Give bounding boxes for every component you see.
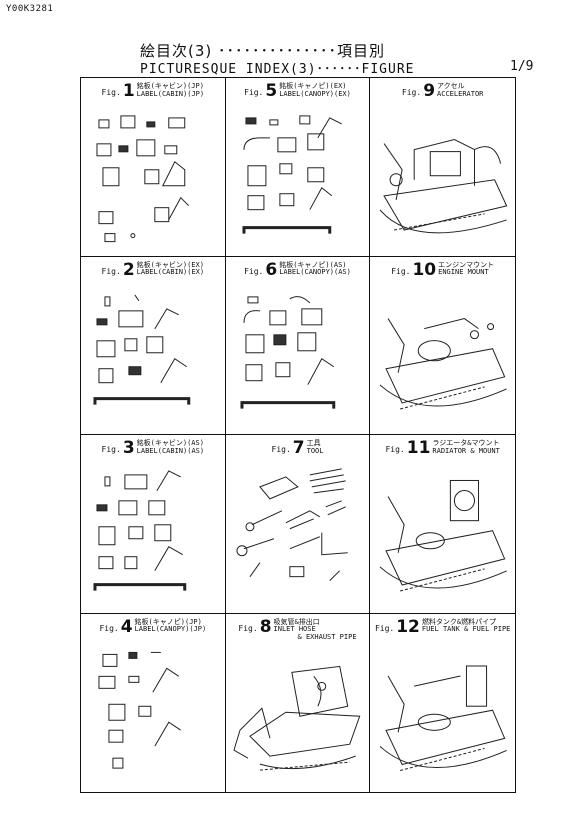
figure-cell-5[interactable]: Fig. 5 銘板(キャノピ)(EX)LABEL(CANOPY)(EX) xyxy=(225,78,371,257)
figure-title-jp: 銘板(キャビン)(JP) xyxy=(136,82,204,90)
figure-title-jp: 銘板(キャノピ)(JP) xyxy=(134,617,202,626)
figure-number: 12 xyxy=(396,616,420,637)
figure-number: 3 xyxy=(122,438,135,458)
fuel-tank-illustration xyxy=(374,644,511,789)
radiator-mount-illustration xyxy=(374,465,511,609)
figure-title-jp: 工具 xyxy=(306,439,321,447)
figure-title-en: ACCELERATOR xyxy=(437,89,484,98)
figure-number: 11 xyxy=(406,438,431,458)
figure-title-en: LABEL(CANOPY)(AS) xyxy=(279,268,351,276)
figure-caption: Fig. 4 銘板(キャノピ)(JP)LABEL(CANOPY)(JP) xyxy=(81,616,225,637)
label-parts-illustration xyxy=(85,108,221,252)
figure-number: 7 xyxy=(292,438,305,458)
figure-title-jp: 銘板(キャノピ)(EX) xyxy=(279,82,347,90)
figure-number: 5 xyxy=(265,81,278,101)
figure-cell-2[interactable]: Fig. 2 銘板(キャビン)(EX)LABEL(CABIN)(EX) xyxy=(81,256,226,435)
figure-prefix: Fig. xyxy=(238,623,258,633)
figure-caption: Fig. 1 銘板(キャビン)(JP)LABEL(CABIN)(JP) xyxy=(81,81,225,101)
figure-number: 2 xyxy=(122,259,135,280)
figure-number: 6 xyxy=(265,259,278,280)
figure-title-jp: 銘板(キャノピ)(AS) xyxy=(279,260,347,269)
figure-title-en: LABEL(CANOPY)(JP) xyxy=(134,625,207,633)
figure-prefix: Fig. xyxy=(101,445,121,454)
figure-cell-1[interactable]: Fig. 1 銘板(キャビン)(JP)LABEL(CABIN)(JP) xyxy=(81,78,226,257)
figure-caption: Fig. 5 銘板(キャノピ)(EX)LABEL(CANOPY)(EX) xyxy=(226,81,370,101)
accelerator-illustration xyxy=(374,108,511,252)
figure-title-en: INLET HOSE xyxy=(273,625,316,633)
tool-set-illustration xyxy=(230,465,366,609)
figure-title-jp: 銘板(キャビン)(AS) xyxy=(136,439,204,447)
figure-prefix: Fig. xyxy=(101,88,121,97)
figure-title-en: TOOL xyxy=(306,446,324,455)
figure-prefix: Fig. xyxy=(401,88,422,97)
figure-cell-6[interactable]: Fig. 6 銘板(キャノピ)(AS)LABEL(CANOPY)(AS) xyxy=(225,256,371,435)
figure-title-jp: エンジンマウント xyxy=(438,260,495,269)
figure-prefix: Fig. xyxy=(101,266,121,276)
figure-cell-4[interactable]: Fig. 4 銘板(キャノピ)(JP)LABEL(CANOPY)(JP) xyxy=(81,613,226,792)
figure-index-grid: Fig. 1 銘板(キャビン)(JP)LABEL(CABIN)(JP) Fig.… xyxy=(80,77,516,793)
figure-caption: Fig. 6 銘板(キャノピ)(AS)LABEL(CANOPY)(AS) xyxy=(226,259,370,280)
figure-title-en: ENGINE MOUNT xyxy=(438,268,489,276)
figure-prefix: Fig. xyxy=(244,88,264,97)
figure-title-en: LABEL(CABIN)(EX) xyxy=(136,268,205,276)
label-parts-illustration xyxy=(230,108,366,252)
label-parts-illustration xyxy=(85,644,221,789)
figure-number: 4 xyxy=(120,616,133,637)
figure-prefix: Fig. xyxy=(391,266,411,276)
figure-prefix: Fig. xyxy=(271,445,291,454)
figure-title-en: LABEL(CABIN)(AS) xyxy=(136,446,205,455)
page-title-japanese: 絵目次(3) ･･････････････項目別 xyxy=(140,42,386,60)
engine-mount-illustration xyxy=(374,287,511,431)
figure-title-en: LABEL(CANOPY)(EX) xyxy=(279,89,351,98)
figure-number: 8 xyxy=(259,616,272,637)
figure-cell-3[interactable]: Fig. 3 銘板(キャビン)(AS)LABEL(CABIN)(AS) xyxy=(81,435,226,614)
page-number: 1/9 xyxy=(510,59,534,74)
figure-prefix: Fig. xyxy=(244,266,264,276)
figure-title-jp: 銘板(キャビン)(EX) xyxy=(136,260,204,269)
figure-title-jp: ラジエータ&マウント xyxy=(432,439,500,447)
figure-prefix: Fig. xyxy=(374,623,395,633)
figure-title-en-line2: & EXHAUST PIPE xyxy=(297,632,357,641)
figure-number: 1 xyxy=(122,81,135,101)
figure-caption: Fig. 2 銘板(キャビン)(EX)LABEL(CABIN)(EX) xyxy=(81,259,225,280)
label-parts-illustration xyxy=(85,287,221,431)
figure-prefix: Fig. xyxy=(385,445,405,454)
figure-title-en: FUEL TANK & FUEL PIPE xyxy=(421,625,511,633)
figure-title-jp: アクセル xyxy=(437,82,465,90)
document-id: Y00K3281 xyxy=(6,4,54,14)
page-title-english: PICTURESQUE INDEX(3)･･････FIGURE xyxy=(140,62,415,77)
figure-prefix: Fig. xyxy=(99,623,119,633)
figure-title-en: RADIATOR & MOUNT xyxy=(432,446,500,455)
figure-title-en: LABEL(CABIN)(JP) xyxy=(136,89,205,98)
figure-number: 10 xyxy=(412,259,437,280)
inlet-exhaust-illustration xyxy=(230,644,366,789)
label-parts-illustration xyxy=(85,465,221,609)
figure-caption: Fig. 3 銘板(キャビン)(AS)LABEL(CABIN)(AS) xyxy=(81,438,225,458)
figure-number: 9 xyxy=(423,81,436,101)
label-parts-illustration xyxy=(230,287,366,431)
figure-title-jp: 燃料タンク&燃料パイプ xyxy=(421,617,497,626)
figure-title-jp: 吸気管&排出口 xyxy=(273,617,320,626)
